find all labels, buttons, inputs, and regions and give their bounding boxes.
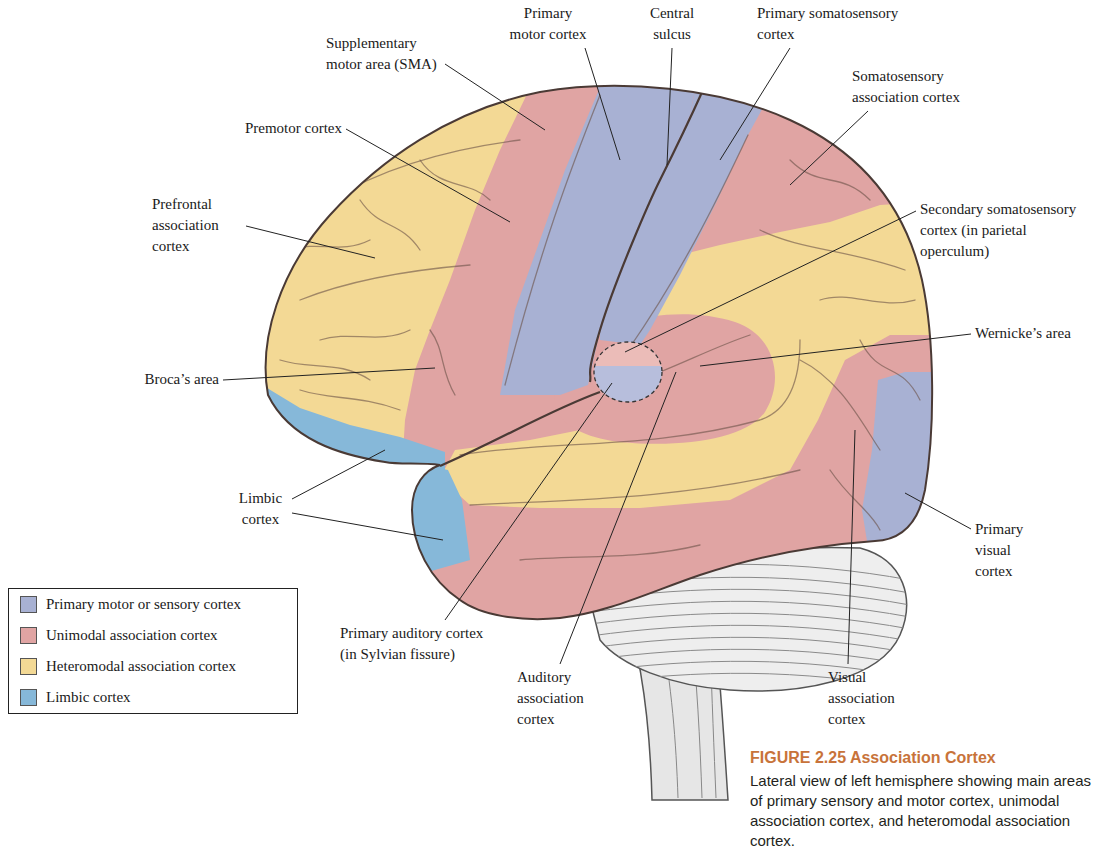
sulcus-line <box>760 230 905 270</box>
legend-text: Unimodal association cortex <box>46 626 218 645</box>
leader-line <box>346 129 510 222</box>
leader-lines <box>223 48 971 664</box>
leader-line <box>445 64 545 130</box>
figure-title: FIGURE 2.25 Association Cortex <box>750 748 996 768</box>
sulcus-line <box>800 360 880 450</box>
leader-line <box>292 450 385 499</box>
cerebrum-outline <box>266 86 933 619</box>
region-label: Primary somatosensory cortex <box>757 3 922 45</box>
sulcus-line <box>830 470 880 530</box>
leader-line <box>625 211 916 352</box>
region-label: Limbic cortex <box>233 488 288 530</box>
region-label: Auditory association cortex <box>517 667 602 730</box>
sulcus-line <box>860 340 920 400</box>
region-label: Somatosensory association cortex <box>852 66 992 108</box>
leader-line <box>585 48 620 160</box>
region-label: Broca’s area <box>144 369 219 390</box>
legend-swatch <box>20 689 37 706</box>
legend-box: Primary motor or sensory cortexUnimodal … <box>8 588 298 714</box>
legend-text: Primary motor or sensory cortex <box>46 595 241 614</box>
leader-line <box>905 493 971 529</box>
folium-line <box>590 637 910 653</box>
legend-row: Limbic cortex <box>20 682 297 713</box>
leader-line <box>667 48 672 165</box>
auditory-area <box>590 338 670 402</box>
leader-line <box>700 334 971 366</box>
leader-line <box>720 48 790 160</box>
leader-line <box>223 368 435 380</box>
folium-line <box>590 625 910 641</box>
central-sulcus-line <box>590 90 703 382</box>
leader-line <box>848 430 855 664</box>
legend-row: Primary motor or sensory cortex <box>20 589 297 620</box>
leader-line <box>560 372 676 664</box>
region-label: Central sulcus <box>642 3 702 45</box>
sulcus-line <box>628 135 748 350</box>
region-label: Primary auditory cortex (in Sylvian fiss… <box>340 623 495 665</box>
leader-line <box>790 111 868 185</box>
region-label: Prefrontal association cortex <box>152 194 242 257</box>
legend-row: Unimodal association cortex <box>20 620 297 651</box>
cerebrum-regions <box>150 40 980 660</box>
region-label: Premotor cortex <box>245 118 342 139</box>
legend-swatch <box>20 658 37 675</box>
folium-line <box>590 649 910 665</box>
region-label: Visual association cortex <box>828 667 913 730</box>
sulcus-line <box>300 390 400 410</box>
sulcus-line <box>520 545 700 560</box>
leader-line <box>445 383 612 620</box>
sulcus-line <box>280 360 370 380</box>
sulcus-line <box>660 335 750 372</box>
region-label: Primary motor cortex <box>507 3 589 45</box>
limbic-region <box>400 460 470 580</box>
legend-row: Heteromodal association cortex <box>20 651 297 682</box>
folium-line <box>590 613 910 629</box>
prefrontal-region <box>150 40 545 470</box>
legend-text: Heteromodal association cortex <box>46 657 236 676</box>
sulcus-line <box>320 330 410 340</box>
sulcus-line <box>300 265 470 300</box>
sulcus-line <box>290 240 370 250</box>
sulcus-line <box>330 140 520 200</box>
figure-caption: Lateral view of left hemisphere showing … <box>750 771 1102 851</box>
sylvian-fissure <box>440 392 600 466</box>
legend-swatch <box>20 596 37 613</box>
folium-line <box>590 601 910 617</box>
region-label: Wernicke’s area <box>975 323 1071 344</box>
region-label: Secondary somatosensory cortex (in parie… <box>920 199 1090 262</box>
leader-line <box>292 513 443 540</box>
sulcus-line <box>420 160 490 200</box>
legend-text: Limbic cortex <box>46 688 131 707</box>
sulcus-line <box>505 95 600 385</box>
sulcus-line <box>360 200 420 250</box>
legend-swatch <box>20 627 37 644</box>
leader-line <box>246 226 375 258</box>
visual-region <box>862 372 960 600</box>
sulcus-line <box>820 297 915 303</box>
sulcus-line <box>430 330 455 395</box>
region-label: Primary visual cortex <box>975 519 1045 582</box>
region-label: Supplementary motor area (SMA) <box>326 33 441 75</box>
